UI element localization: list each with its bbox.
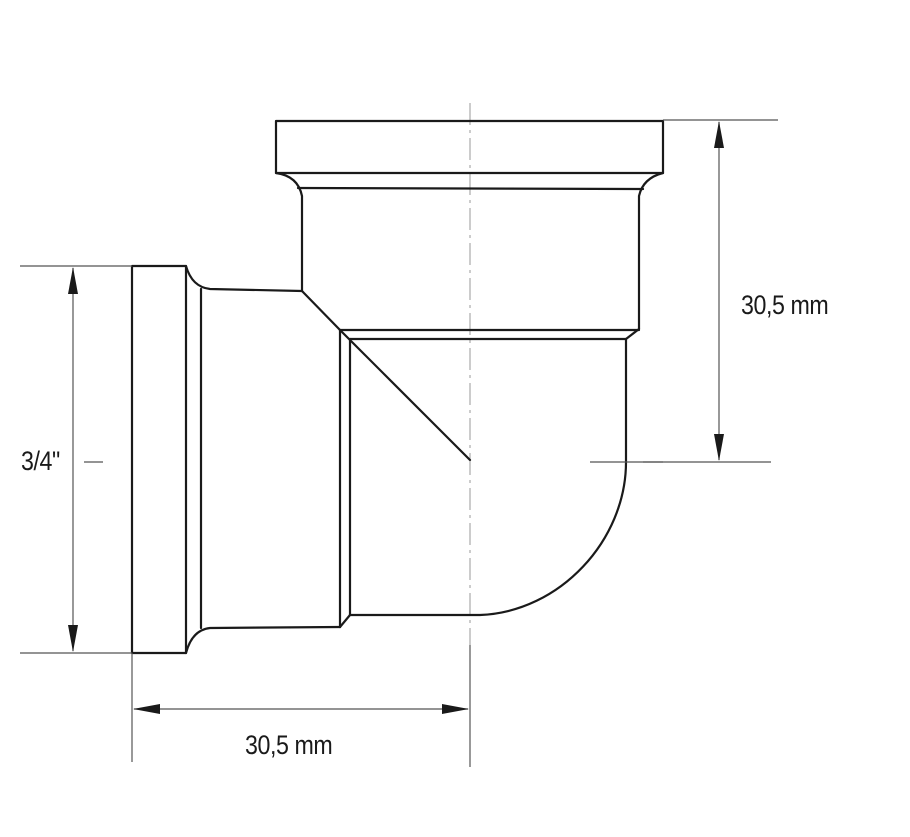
elbow-curve <box>348 337 628 617</box>
top-chamfer <box>624 327 641 341</box>
dimension-thread-size <box>20 265 132 654</box>
arrow-up-icon <box>68 267 78 294</box>
centerlines <box>84 103 663 767</box>
dimension-width <box>131 645 471 767</box>
left-socket <box>130 264 342 655</box>
elbow-body <box>300 289 641 629</box>
top-neck-right <box>637 171 665 331</box>
left-flange <box>130 264 188 655</box>
height-label: 30,5 mm <box>741 290 829 320</box>
width-label: 30,5 mm <box>245 730 333 760</box>
thread-size-label: 3/4" <box>21 446 60 476</box>
top-neck-edge <box>296 186 645 191</box>
top-socket <box>274 119 665 331</box>
dimension-height <box>590 119 778 463</box>
arrow-right-icon <box>442 704 469 714</box>
arrow-down-icon <box>68 625 78 652</box>
bottom-chamfer <box>338 613 352 629</box>
left-neck-bottom <box>184 625 342 655</box>
arrow-up-icon <box>714 121 724 148</box>
miter-inner <box>338 328 472 462</box>
miter-outer <box>300 289 342 332</box>
arrow-left-icon <box>133 704 160 714</box>
top-neck-left <box>274 171 304 293</box>
top-flange <box>274 119 665 175</box>
left-neck-top <box>184 264 304 293</box>
arrow-down-icon <box>714 434 724 461</box>
